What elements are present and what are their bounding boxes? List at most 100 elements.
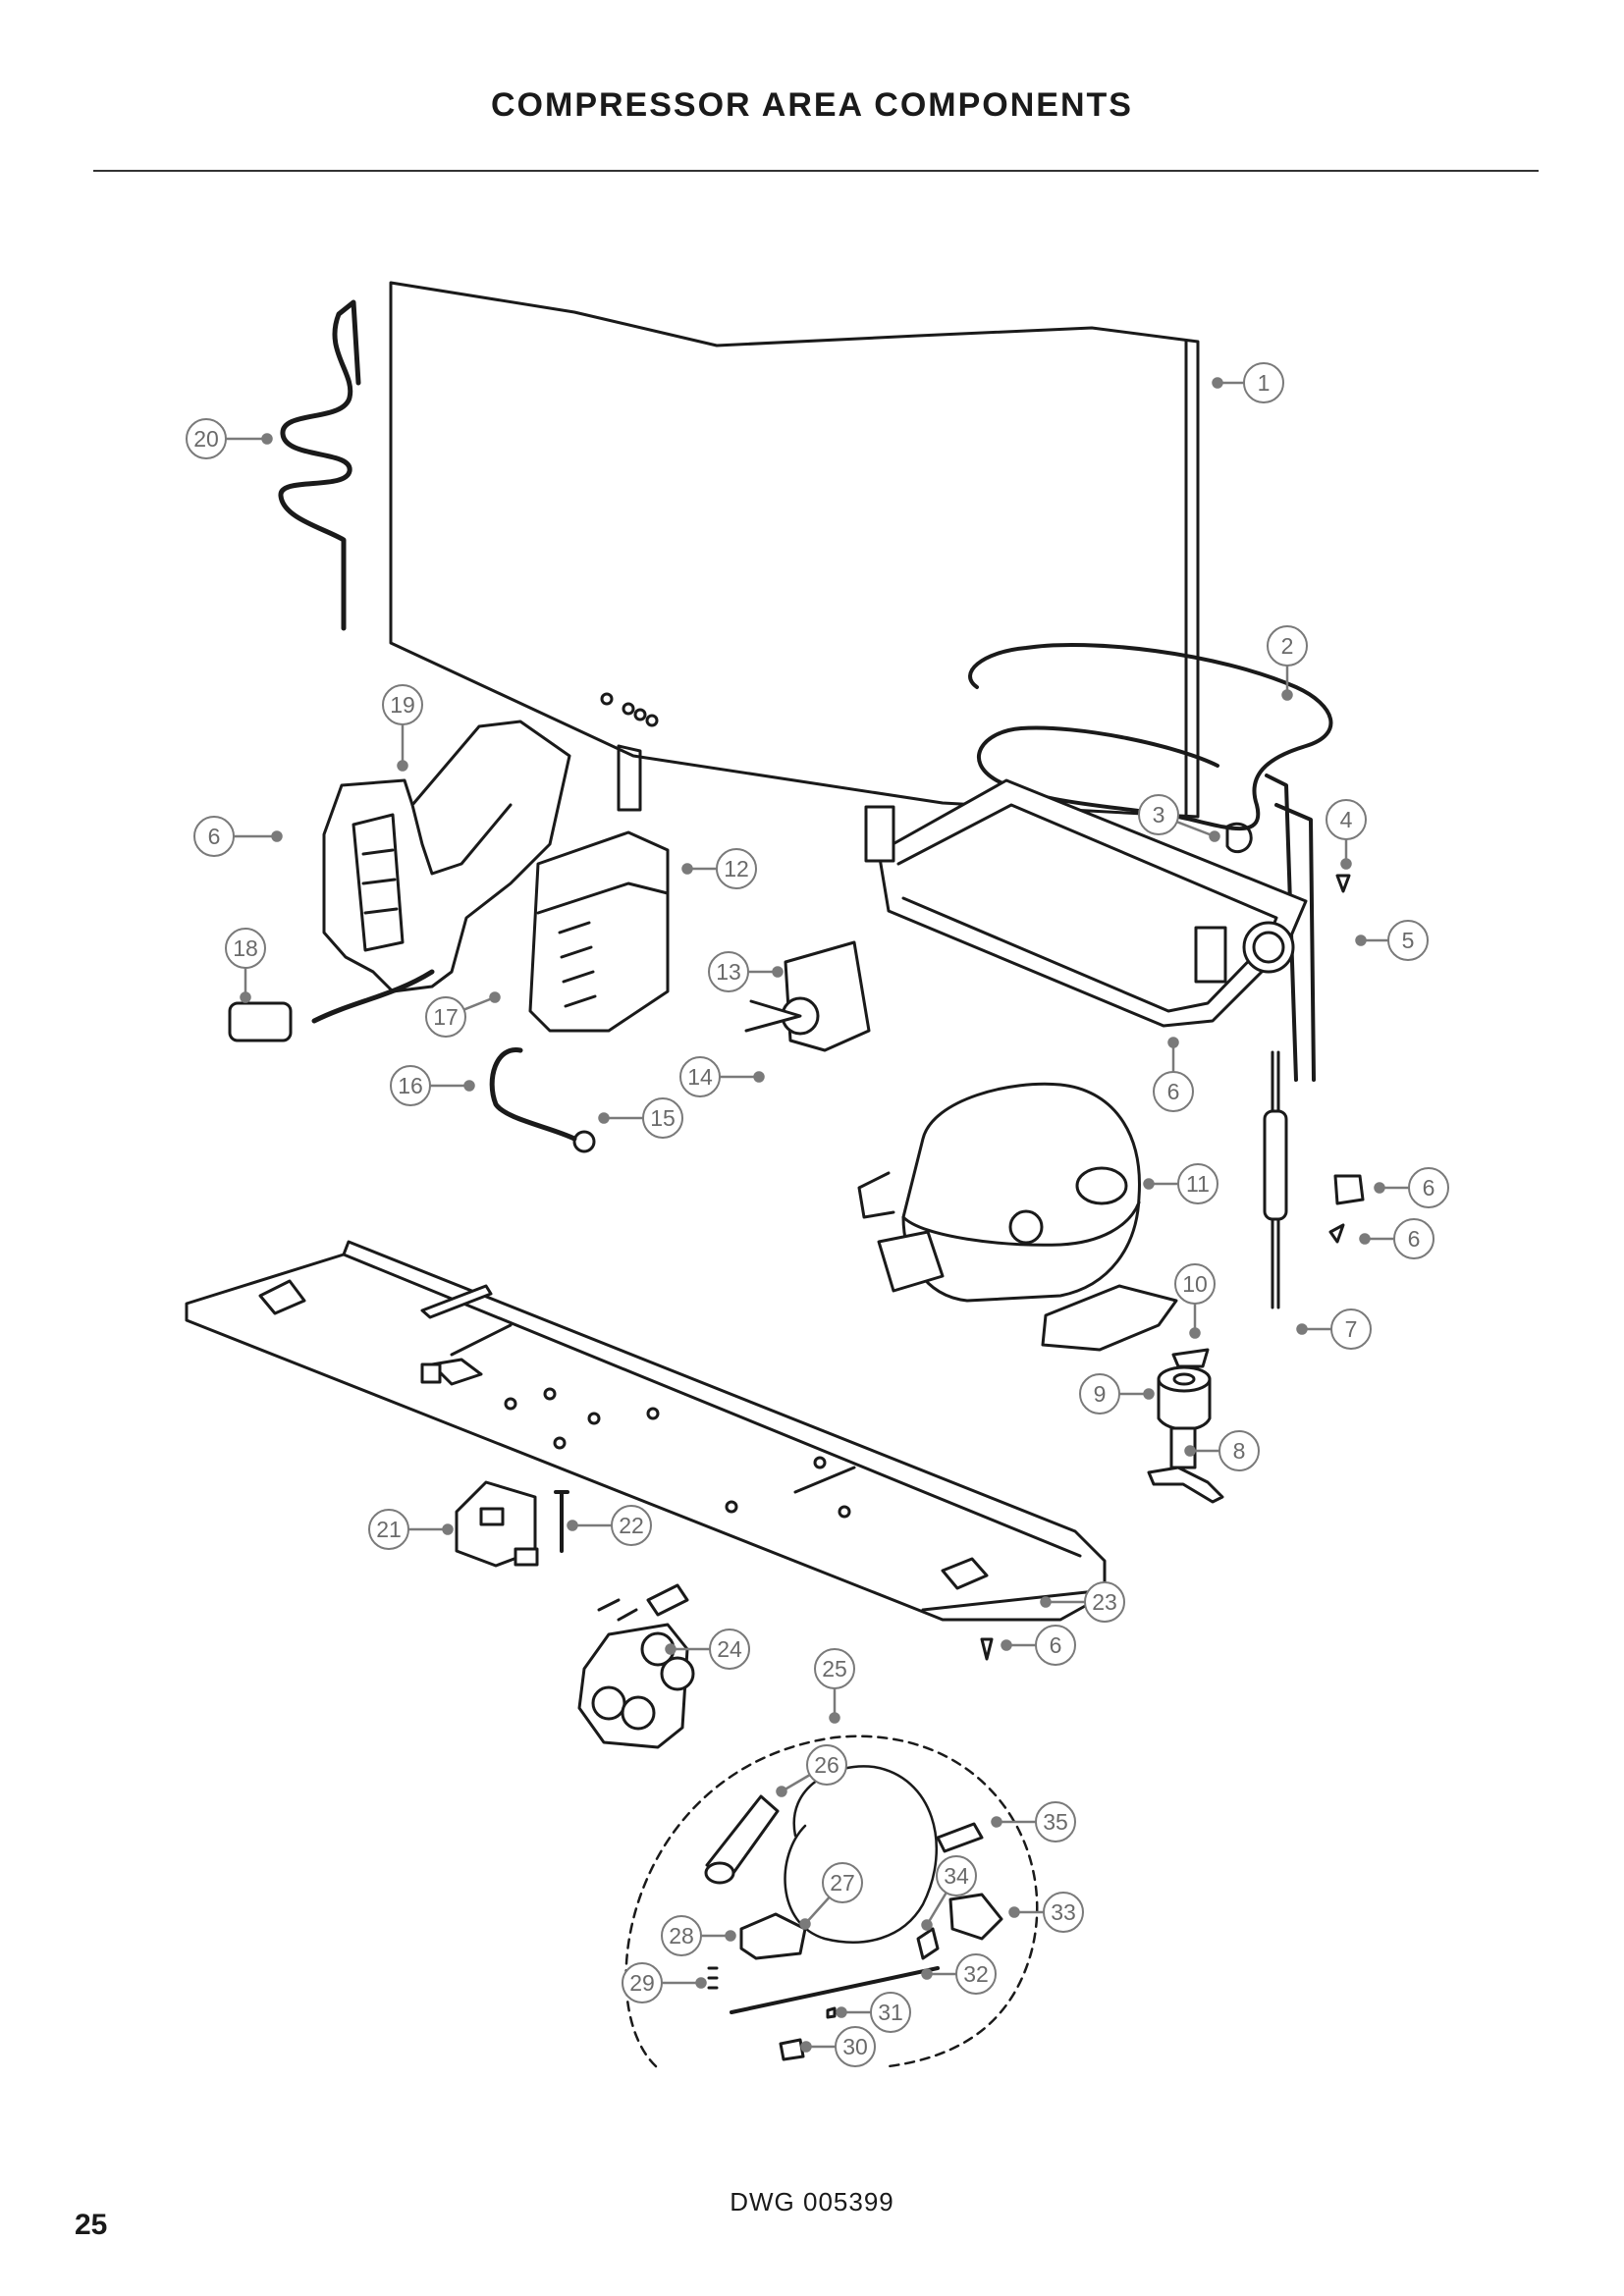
- callout-number: 12: [724, 856, 749, 881]
- callout-1: 1: [1243, 362, 1284, 403]
- part-clip-7: [1333, 1174, 1365, 1205]
- callout-circle: [622, 1962, 663, 2003]
- callout-leader: [925, 1892, 947, 1926]
- callout-6: 6: [1035, 1625, 1076, 1666]
- callout-number: 19: [390, 692, 415, 718]
- callout-leader-dot: [1184, 1445, 1196, 1457]
- part-drain-tray: [864, 778, 1308, 1028]
- callout-number: 14: [687, 1064, 713, 1090]
- callout-leader-dot: [1001, 1639, 1012, 1651]
- callout-leader-dot: [1167, 1037, 1179, 1048]
- part-bracket-13: [617, 744, 642, 812]
- callout-number: 31: [878, 2000, 903, 2025]
- callout-leader-dot: [753, 1071, 765, 1083]
- callout-leader-dot: [397, 760, 408, 772]
- part-knob: [948, 1893, 1003, 1941]
- callout-circle: [1267, 625, 1308, 667]
- callout-34: 34: [936, 1855, 977, 1896]
- part-spring-clip: [916, 1927, 940, 1960]
- callout-leader-dot: [463, 1080, 475, 1092]
- part-control-box: [322, 720, 571, 993]
- callout-circle: [806, 1744, 847, 1786]
- callout-number: 30: [842, 2034, 868, 2059]
- callout-23: 23: [1084, 1581, 1125, 1623]
- callout-number: 7: [1345, 1316, 1358, 1342]
- callout-number: 16: [398, 1073, 423, 1098]
- callout-leader-dot: [695, 1977, 707, 1989]
- part-clip: [1225, 822, 1253, 854]
- callout-8: 8: [1218, 1430, 1260, 1471]
- callout-leader-dot: [772, 966, 784, 978]
- callout-circle: [1035, 1625, 1076, 1666]
- part-ground-lug: [572, 1130, 596, 1153]
- callout-14: 14: [679, 1056, 721, 1097]
- callout-19: 19: [382, 684, 423, 725]
- callout-number: 23: [1092, 1589, 1117, 1615]
- callout-number: 6: [1167, 1079, 1180, 1104]
- callout-6: 6: [1393, 1218, 1435, 1259]
- callout-circle: [1408, 1167, 1449, 1208]
- callout-leader-dot: [991, 1816, 1002, 1828]
- callout-number: 34: [944, 1863, 969, 1889]
- callout-12: 12: [716, 848, 757, 889]
- callout-22: 22: [611, 1505, 652, 1546]
- callout-leader-dot: [836, 2006, 847, 2018]
- part-sensor-bulb: [1263, 1109, 1288, 1221]
- part-rear-panel: [389, 281, 1200, 819]
- callout-number: 29: [629, 1970, 655, 1996]
- callout-33: 33: [1043, 1892, 1084, 1933]
- part-screw: [1335, 874, 1351, 893]
- part-screws-25: [597, 1598, 638, 1622]
- callout-circle: [679, 1056, 721, 1097]
- callout-28: 28: [661, 1915, 702, 1956]
- callout-leader-dot: [1374, 1182, 1385, 1194]
- callout-circle: [716, 848, 757, 889]
- callout-leader-dot: [489, 991, 501, 1003]
- callout-leader-dot: [1355, 934, 1367, 946]
- part-base-tray: [185, 1240, 1107, 1622]
- callout-circle: [611, 1505, 652, 1546]
- callout-leader-dot: [1189, 1327, 1201, 1339]
- callout-number: 22: [619, 1513, 644, 1538]
- callout-circle: [835, 2026, 876, 2067]
- callout-6: 6: [1408, 1167, 1449, 1208]
- part-actuator: [744, 940, 871, 1052]
- callout-number: 6: [208, 824, 221, 849]
- callout-17: 17: [425, 996, 466, 1038]
- callout-circle: [1177, 1163, 1218, 1204]
- callout-number: 6: [1408, 1226, 1421, 1252]
- title-rule: [93, 170, 1539, 172]
- callout-leader: [804, 1896, 831, 1925]
- part-nut: [779, 2038, 805, 2061]
- callout-circle: [1393, 1218, 1435, 1259]
- callout-leader-dot: [271, 830, 283, 842]
- callout-leader-dot: [681, 863, 693, 875]
- callout-leader-dot: [1143, 1178, 1155, 1190]
- page-number: 25: [75, 2209, 108, 2241]
- callout-circle: [225, 928, 266, 969]
- part-screw-6b: [980, 1637, 994, 1661]
- callout-leader-dot: [800, 2041, 812, 2053]
- callout-circle: [814, 1648, 855, 1689]
- callout-circle: [1084, 1581, 1125, 1623]
- callout-number: 11: [1186, 1171, 1210, 1197]
- part-valve: [577, 1583, 695, 1749]
- callout-circle: [936, 1855, 977, 1896]
- callout-7: 7: [1330, 1308, 1372, 1350]
- part-power-cord: [311, 969, 435, 1024]
- part-fitting: [936, 1822, 984, 1853]
- page-title: COMPRESSOR AREA COMPONENTS: [491, 86, 1133, 124]
- callout-leader: [1176, 821, 1216, 838]
- callout-32: 32: [955, 1953, 997, 1995]
- callout-number: 13: [716, 959, 741, 985]
- part-capillary-coil: [784, 1765, 938, 1944]
- callout-number: 20: [193, 426, 219, 452]
- callout-leader-dot: [1359, 1233, 1371, 1245]
- callout-number: 24: [717, 1636, 742, 1662]
- callout-number: 3: [1153, 802, 1165, 828]
- callout-circle: [382, 684, 423, 725]
- callout-circle: [1326, 799, 1367, 840]
- callout-circle: [1153, 1071, 1194, 1112]
- callout-leader-dot: [921, 1919, 933, 1931]
- callout-circle: [1079, 1373, 1120, 1415]
